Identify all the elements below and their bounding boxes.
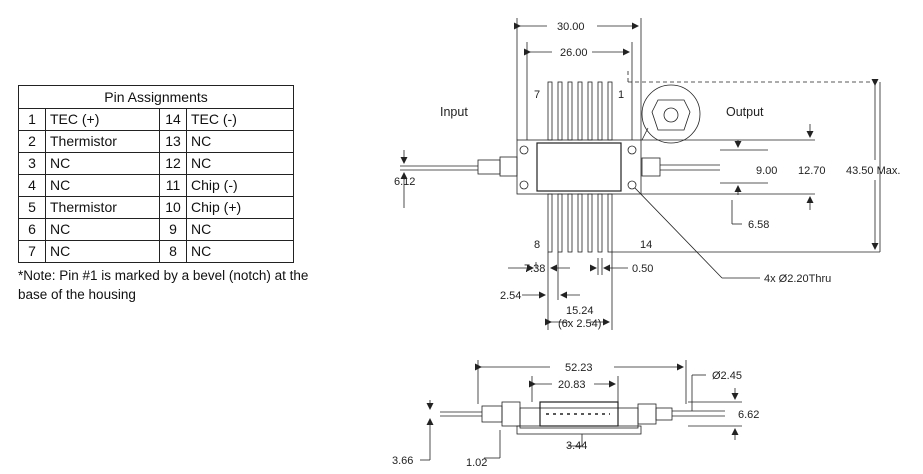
dim-3-66: 3.66 bbox=[392, 455, 413, 467]
pin-8-label: 8 bbox=[534, 239, 540, 251]
pin-function: NC bbox=[186, 240, 294, 263]
pin-function: NC bbox=[186, 218, 294, 241]
dim-3-44: 3.44 bbox=[566, 440, 587, 452]
pin-function: TEC (-) bbox=[186, 108, 294, 131]
dim-15-24: 15.24 bbox=[566, 305, 594, 317]
pin-function: NC bbox=[45, 240, 160, 263]
dim-30: 30.00 bbox=[557, 21, 585, 33]
table-title: Pin Assignments bbox=[18, 85, 294, 109]
pin-function: NC bbox=[45, 218, 160, 241]
pin-14-label: 14 bbox=[640, 239, 652, 251]
dim-6x254: (6x 2.54) bbox=[558, 318, 601, 330]
dim-2-54: 2.54 bbox=[500, 290, 521, 302]
top-view bbox=[400, 18, 881, 330]
dim-6-58: 6.58 bbox=[748, 219, 769, 231]
dim-0-50: 0.50 bbox=[632, 263, 653, 275]
dim-1-02: 1.02 bbox=[466, 457, 487, 469]
pin-function: NC bbox=[45, 174, 160, 197]
side-view bbox=[420, 360, 742, 461]
dim-26: 26.00 bbox=[560, 47, 588, 59]
dimension-labels: Input Output 30.00 26.00 7 1 8 14 6.12 9… bbox=[392, 21, 900, 469]
dim-12-70: 12.70 bbox=[798, 165, 826, 177]
pin-1-label: 1 bbox=[618, 89, 624, 101]
pin-7-label: 7 bbox=[534, 89, 540, 101]
holes-callout: 4x Ø2.20Thru bbox=[764, 273, 831, 285]
dim-6-62: 6.62 bbox=[738, 409, 759, 421]
dim-9: 9.00 bbox=[756, 165, 777, 177]
pin-function: Thermistor bbox=[45, 196, 160, 219]
dim-7-38: 7.38 bbox=[524, 263, 545, 275]
output-label: Output bbox=[726, 105, 764, 119]
pin-note: *Note: Pin #1 is marked by a bevel (notc… bbox=[18, 268, 309, 302]
dim-43-50: 43.50 Max. bbox=[846, 165, 900, 177]
dim-20-83: 20.83 bbox=[558, 379, 586, 391]
input-label: Input bbox=[440, 105, 468, 119]
pin-function: Thermistor bbox=[45, 130, 160, 153]
pin-number: 11 bbox=[159, 174, 187, 197]
dim-dia-2-45: Ø2.45 bbox=[712, 370, 742, 382]
dim-52-23: 52.23 bbox=[565, 362, 593, 374]
dim-6-12: 6.12 bbox=[394, 176, 415, 188]
